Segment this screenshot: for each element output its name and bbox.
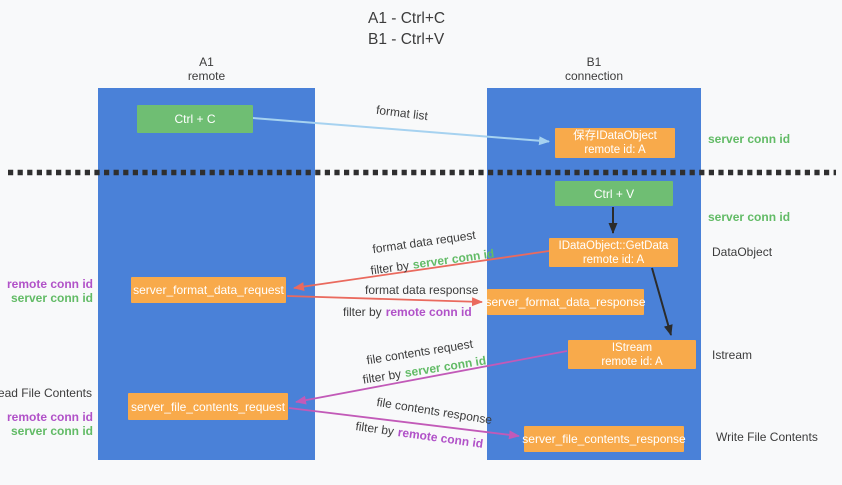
right-server-conn-id-1: server conn id bbox=[708, 132, 791, 146]
diagram-title: A1 - Ctrl+C B1 - Ctrl+V bbox=[368, 8, 445, 50]
node-server-file-contents-response: server_file_contents_response bbox=[522, 426, 686, 452]
node-idataobject-getdata: IDataObject::GetData remote id: A bbox=[549, 238, 678, 267]
lifeline-b1-role: connection bbox=[564, 69, 624, 83]
filter-by-text: filter by bbox=[343, 305, 382, 319]
remote-conn-id-label: remote conn id bbox=[6, 410, 93, 424]
arrow-format-list bbox=[252, 117, 550, 146]
label-format-data-response: format data response bbox=[365, 283, 479, 297]
server-conn-id-label: server conn id bbox=[10, 424, 93, 438]
lifeline-header-a1: A1 remote bbox=[98, 55, 315, 83]
node-ctrl-c: Ctrl + C bbox=[137, 105, 253, 133]
lifeline-header-b1: B1 connection bbox=[487, 55, 701, 83]
lifeline-b1-name: B1 bbox=[586, 55, 602, 69]
node-save-idataobject: 保存IDataObject remote id: A bbox=[555, 128, 675, 158]
label-write-file-contents: Write File Contents bbox=[716, 430, 818, 444]
server-conn-id-label: server conn id bbox=[10, 291, 93, 305]
remote-conn-id-label: remote conn id bbox=[6, 277, 93, 291]
lifeline-a1-role: remote bbox=[187, 69, 226, 83]
node-ctrl-v-label: Ctrl + V bbox=[593, 186, 635, 201]
node-server-format-data-response: server_format_data_response bbox=[485, 289, 646, 315]
node-server-format-data-request-label: server_format_data_request bbox=[133, 283, 284, 297]
node-server-file-contents-request: server_file_contents_request bbox=[128, 393, 288, 420]
title-line-2: B1 - Ctrl+V bbox=[368, 31, 445, 48]
node-ctrl-v: Ctrl + V bbox=[555, 181, 673, 206]
label-istream: Istream bbox=[712, 348, 753, 362]
arrow-format-data-request bbox=[293, 250, 550, 292]
arrow-format-data-response bbox=[286, 295, 483, 307]
label-dataobject: DataObject bbox=[712, 245, 773, 259]
node-istream-line2: remote id: A bbox=[601, 355, 663, 368]
node-ctrl-c-label: Ctrl + C bbox=[174, 112, 216, 126]
node-istream: IStream remote id: A bbox=[568, 340, 696, 369]
node-server-file-contents-response-label: server_file_contents_response bbox=[522, 432, 686, 446]
right-server-conn-id-2: server conn id bbox=[708, 210, 791, 224]
arrow-file-contents-request bbox=[295, 350, 568, 405]
node-getdata-line2: remote id: A bbox=[582, 253, 645, 266]
left-conn-id-group-2: remote conn id server conn id bbox=[7, 410, 93, 438]
node-getdata-line1: IDataObject::GetData bbox=[558, 239, 669, 252]
arrow-getdata-to-istream bbox=[651, 267, 673, 336]
node-save-idataobject-line1: 保存IDataObject bbox=[573, 130, 657, 142]
left-conn-id-group-1: remote conn id server conn id bbox=[7, 277, 93, 305]
node-istream-line1: IStream bbox=[611, 341, 653, 354]
node-server-file-contents-request-label: server_file_contents_request bbox=[130, 399, 286, 414]
label-read-file-contents: Read File Contents bbox=[0, 386, 92, 400]
lifeline-a1-name: A1 bbox=[199, 55, 214, 69]
node-save-idataobject-line2: remote id: A bbox=[584, 144, 646, 156]
remote-conn-id-text: remote conn id bbox=[385, 305, 472, 319]
node-server-format-data-request: server_format_data_request bbox=[131, 277, 286, 303]
title-line-1: A1 - Ctrl+C bbox=[368, 10, 446, 27]
arrow-file-contents-response bbox=[288, 407, 520, 440]
node-server-format-data-response-label: server_format_data_response bbox=[485, 295, 646, 309]
